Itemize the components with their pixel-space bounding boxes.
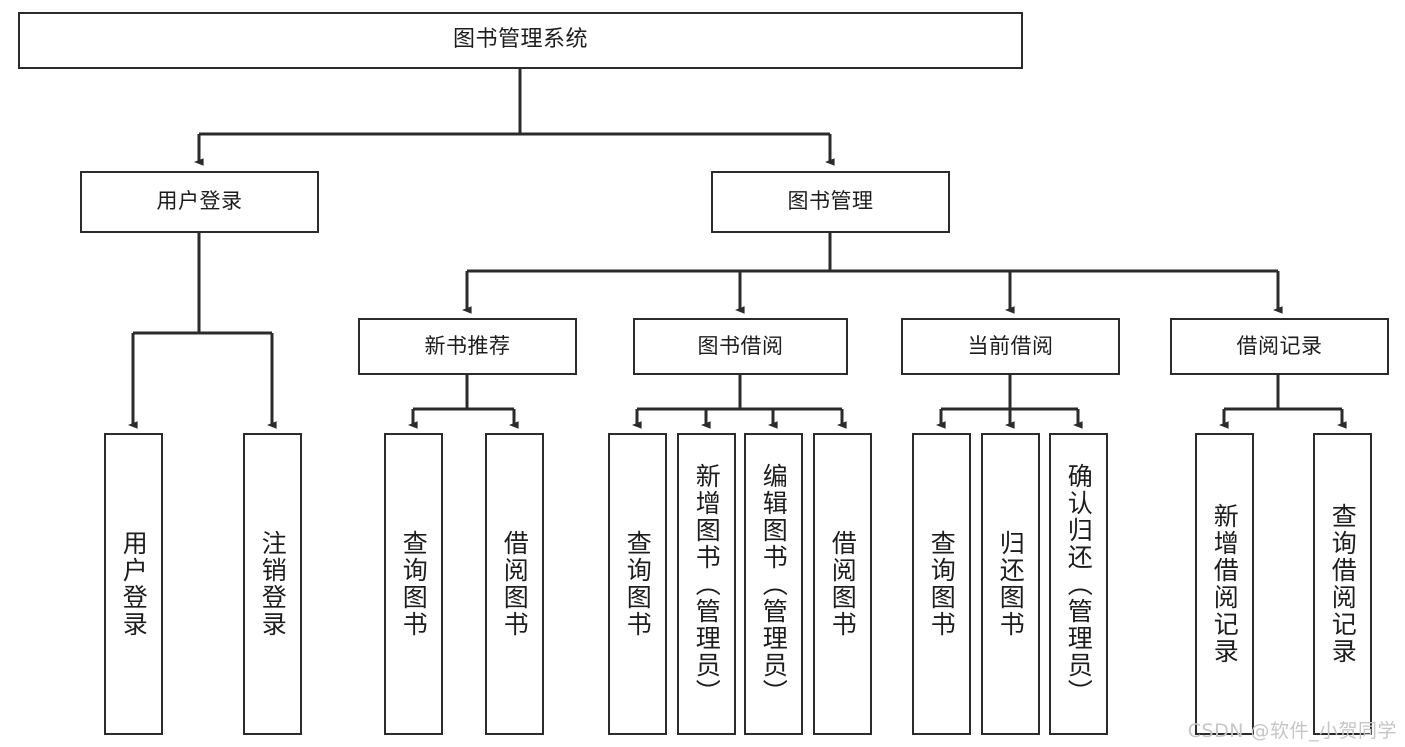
node-label: 新书推荐 [424, 333, 511, 358]
node-user-login[interactable]: 用户登录 [80, 171, 319, 233]
node-label: 当前借阅 [967, 333, 1054, 358]
node-label: 借阅记录 [1236, 333, 1323, 358]
leaf-edit-book[interactable]: 编辑图书（管理员） [744, 433, 803, 735]
leaf-add-record[interactable]: 新增借阅记录 [1195, 433, 1254, 735]
node-label: 新增借阅记录 [1210, 503, 1240, 665]
node-borrow-record[interactable]: 借阅记录 [1170, 318, 1389, 375]
node-label: 确认归还（管理员） [1064, 462, 1094, 706]
leaf-logout[interactable]: 注销登录 [243, 433, 302, 735]
node-label: 归还图书 [996, 530, 1026, 638]
node-root-system[interactable]: 图书管理系统 [18, 12, 1023, 69]
node-label: 查询图书 [399, 530, 429, 638]
leaf-query-book-3[interactable]: 查询图书 [912, 433, 971, 735]
node-label: 编辑图书（管理员） [759, 462, 789, 706]
node-label: 用户登录 [156, 189, 243, 214]
node-label: 注销登录 [258, 530, 288, 638]
leaf-borrow-book-2[interactable]: 借阅图书 [813, 433, 872, 735]
leaf-confirm-return[interactable]: 确认归还（管理员） [1049, 433, 1108, 735]
node-label: 借阅图书 [828, 530, 858, 638]
node-label: 图书管理系统 [452, 27, 588, 53]
node-label: 借阅图书 [500, 530, 530, 638]
leaf-add-book[interactable]: 新增图书（管理员） [677, 433, 736, 735]
node-book-borrow[interactable]: 图书借阅 [633, 318, 848, 375]
node-label: 查询图书 [623, 530, 653, 638]
leaf-query-record[interactable]: 查询借阅记录 [1313, 433, 1372, 735]
node-label: 图书管理 [787, 189, 874, 214]
node-label: 查询借阅记录 [1328, 503, 1358, 665]
leaf-return-book[interactable]: 归还图书 [981, 433, 1040, 735]
node-label: 新增图书（管理员） [692, 462, 722, 706]
node-label: 用户登录 [119, 530, 149, 638]
node-label: 查询图书 [927, 530, 957, 638]
leaf-user-login[interactable]: 用户登录 [104, 433, 163, 735]
leaf-borrow-book-1[interactable]: 借阅图书 [485, 433, 544, 735]
leaf-query-book-1[interactable]: 查询图书 [384, 433, 443, 735]
node-new-book-rec[interactable]: 新书推荐 [358, 318, 577, 375]
node-book-manage[interactable]: 图书管理 [711, 171, 950, 233]
csdn-watermark: CSDN @软件_小贺同学 [1187, 720, 1397, 742]
leaf-query-book-2[interactable]: 查询图书 [608, 433, 667, 735]
node-label: 图书借阅 [697, 333, 784, 358]
node-current-borrow[interactable]: 当前借阅 [901, 318, 1120, 375]
